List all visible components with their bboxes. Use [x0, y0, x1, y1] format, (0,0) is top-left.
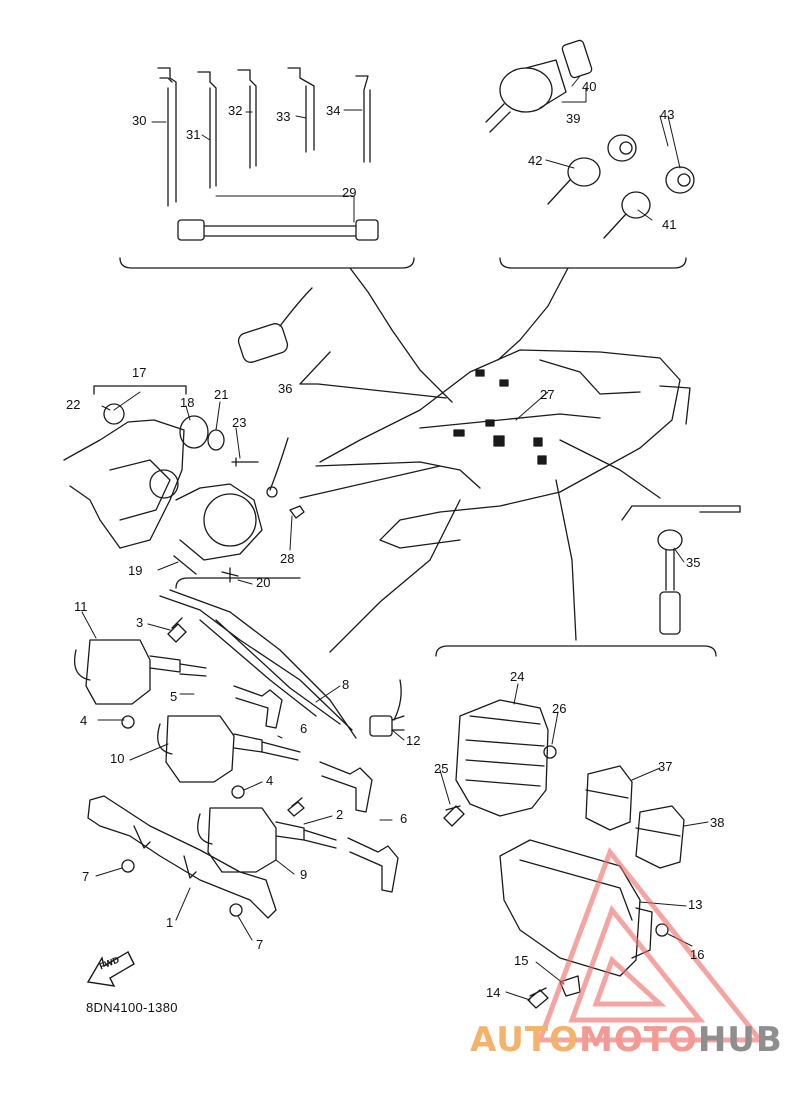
rectifier-regulator-24: [443, 699, 557, 827]
leader-lines: [81, 75, 709, 1001]
drawing-code: 8DN4100-1380: [86, 1000, 178, 1015]
callout-30: 30: [132, 113, 147, 128]
callout-18: 18: [180, 395, 195, 410]
callout-40: 40: [582, 79, 597, 94]
callout-1: 1: [166, 915, 174, 930]
callout-35: 35: [686, 555, 701, 570]
callout-7b: 7: [256, 937, 264, 952]
callout-4a: 4: [80, 713, 88, 728]
callout-24: 24: [510, 669, 525, 684]
callout-3: 3: [136, 615, 144, 630]
callout-25: 25: [434, 761, 449, 776]
callout-9: 9: [300, 867, 308, 882]
callout-7a: 7: [82, 869, 90, 884]
ground-lead-28: [266, 437, 441, 519]
callout-22: 22: [66, 397, 81, 412]
callout-10: 10: [110, 751, 125, 766]
callout-14: 14: [486, 985, 501, 1000]
callout-37: 37: [658, 759, 673, 774]
band-29: [177, 219, 379, 241]
callout-13: 13: [688, 897, 703, 912]
callout-19: 19: [128, 563, 143, 578]
callout-23: 23: [232, 415, 247, 430]
top-right-group-frame: [497, 257, 687, 361]
relays-37-38: [585, 765, 685, 869]
callout-41: 41: [662, 217, 677, 232]
callout-20: 20: [256, 575, 271, 590]
callout-36: 36: [278, 381, 293, 396]
knobs-41-43: [547, 134, 695, 239]
callout-2: 2: [336, 807, 344, 822]
callout-27: 27: [540, 387, 555, 402]
callout-11: 11: [74, 599, 88, 614]
callout-4b: 4: [266, 773, 274, 788]
callout-31: 31: [186, 127, 201, 142]
watermark-triangle-icon: [536, 846, 766, 1043]
callout-6a: 6: [300, 721, 308, 736]
bottom-left-group-frame: [175, 499, 461, 721]
starter-group-17-23: [63, 385, 263, 583]
callout-34: 34: [326, 103, 341, 118]
callout-17: 17: [132, 365, 147, 380]
sensor-35: [559, 439, 741, 635]
callout-5: 5: [170, 689, 178, 704]
callout-43: 43: [660, 107, 675, 122]
top-left-group-frame: [119, 257, 453, 403]
bracket-1: [87, 795, 277, 919]
forward-arrow-icon: [86, 951, 135, 987]
watermark-logo: AUTOMOTOHUB: [470, 1020, 783, 1060]
callout-42: 42: [528, 153, 543, 168]
body-connectors: [453, 369, 547, 465]
sensor-36: [237, 287, 447, 399]
callout-16: 16: [690, 947, 705, 962]
callout-15: 15: [514, 953, 529, 968]
callout-26: 26: [552, 701, 567, 716]
callout-8: 8: [342, 677, 350, 692]
watermark-part-auto: AUTO: [470, 1020, 579, 1060]
callout-21: 21: [214, 387, 229, 402]
callout-12: 12: [406, 733, 421, 748]
callout-29: 29: [342, 185, 357, 200]
cable-ties: [157, 67, 371, 207]
plug-caps: [233, 685, 399, 893]
callout-28: 28: [280, 551, 295, 566]
callout-38: 38: [710, 815, 725, 830]
lower-right-group-frame: [435, 479, 717, 657]
wire-harness-8: [159, 589, 405, 739]
watermark-part-hub: HUB: [697, 1020, 783, 1060]
main-switch-39: [485, 39, 593, 133]
callout-6b: 6: [400, 811, 408, 826]
callout-39: 39: [566, 111, 581, 126]
callout-32: 32: [228, 103, 243, 118]
watermark-part-moto: MOTO: [578, 1020, 698, 1060]
callout-33: 33: [276, 109, 291, 124]
bolts: [167, 617, 305, 817]
